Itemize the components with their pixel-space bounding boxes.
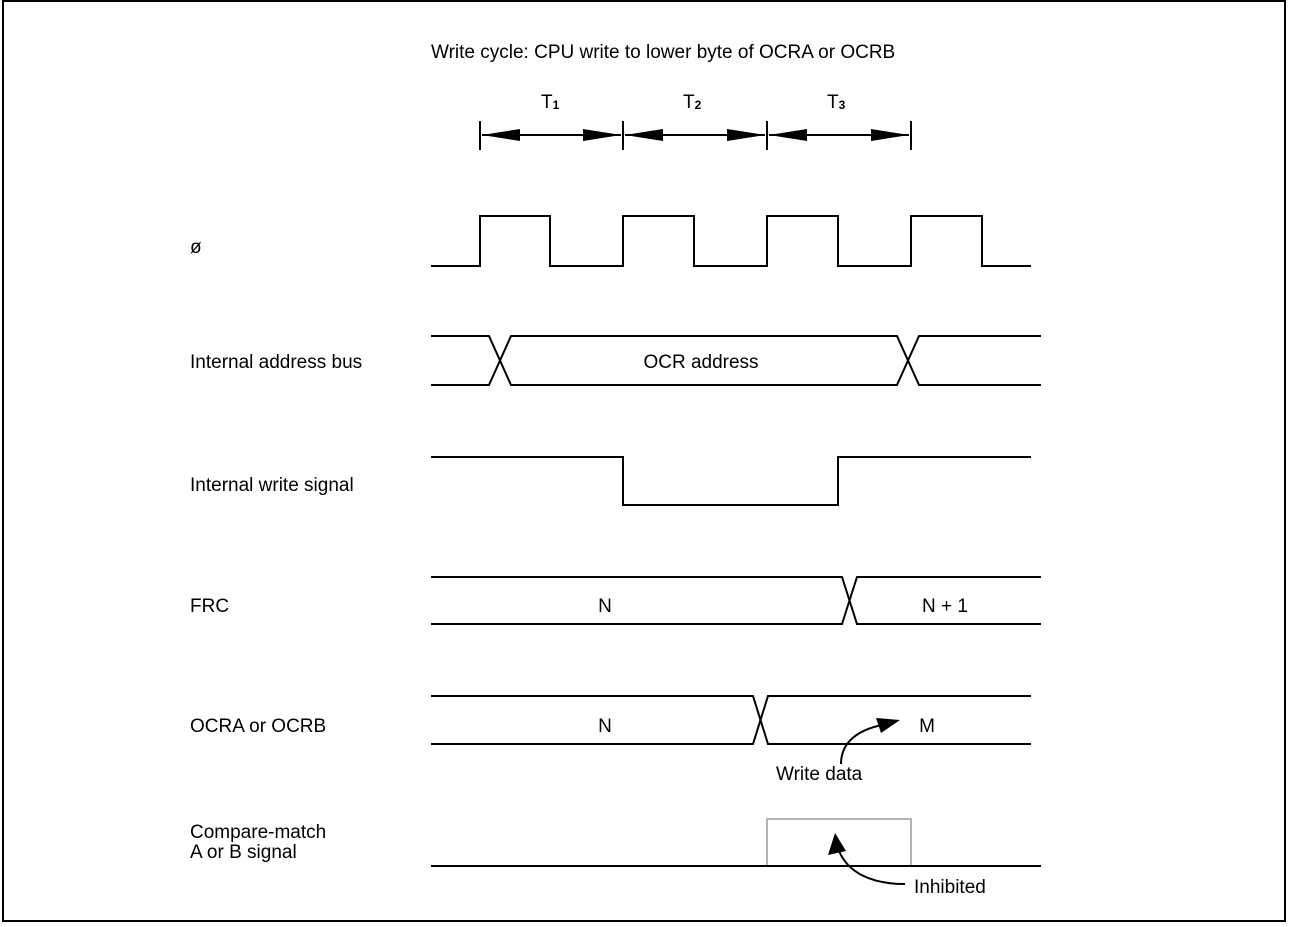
inhibited-label: Inhibited [914, 877, 986, 898]
clock-waveform [431, 215, 1031, 267]
clock-label: ø [190, 237, 202, 258]
frc-value-n-plus-1: N + 1 [922, 596, 968, 617]
ocr-value-n: N [598, 716, 612, 737]
period-arrows [479, 121, 912, 150]
address-bus-label: Internal address bus [190, 352, 362, 373]
diagram-title: Write cycle: CPU write to lower byte of … [431, 42, 895, 63]
svg-text:T3: T3 [827, 92, 846, 113]
write-data-arrow [840, 718, 900, 765]
compare-match-label-line1: Compare-match [190, 822, 326, 843]
period-label-t3: T3 [827, 92, 846, 113]
svg-text:T2: T2 [683, 92, 702, 113]
period-label-t1: T1 [541, 92, 560, 113]
write-signal-waveform [431, 456, 1031, 506]
ocr-address-value: OCR address [643, 352, 758, 373]
period-label-t2: T2 [683, 92, 702, 113]
write-data-label: Write data [776, 764, 863, 785]
frc-label: FRC [190, 596, 229, 617]
inhibited-arrow [828, 833, 906, 885]
ocr-value-m: M [919, 716, 935, 737]
svg-text:T1: T1 [541, 92, 560, 113]
write-signal-label: Internal write signal [190, 475, 354, 496]
ocr-label: OCRA or OCRB [190, 716, 326, 737]
frc-value-n: N [598, 596, 612, 617]
ocr-waveform [431, 695, 1031, 745]
frc-waveform [431, 576, 1041, 625]
address-bus-waveform [431, 335, 1041, 386]
compare-match-label-line2: A or B signal [190, 842, 297, 863]
